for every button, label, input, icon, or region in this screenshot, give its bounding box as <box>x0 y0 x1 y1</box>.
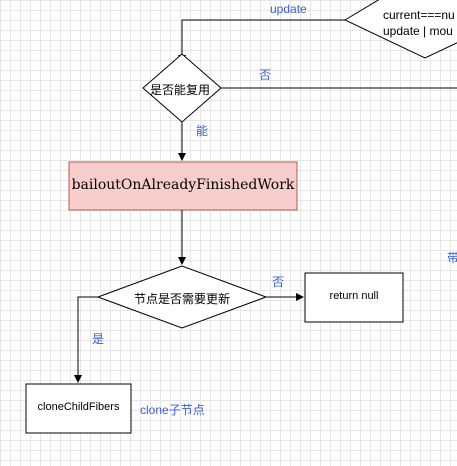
reuse-no-label: 否 <box>259 68 272 82</box>
node-update-decision-label: 节点是否需要更新 <box>133 292 230 306</box>
top-condition-text-line2: update | mou <box>383 24 453 38</box>
update-no-label: 否 <box>272 275 285 289</box>
reuse-yes-label: 能 <box>196 124 209 138</box>
edge-update <box>178 19 345 63</box>
reuse-decision-label: 是否能复用 <box>150 83 211 97</box>
clone-child-fibers-label: cloneChildFibers <box>37 401 120 413</box>
right-edge-fragment-label: 带 <box>447 251 457 265</box>
edge-update-yes <box>74 296 98 383</box>
top-condition-diamond <box>343 0 457 59</box>
return-null-label: return null <box>329 290 379 302</box>
update-yes-label: 是 <box>92 332 105 346</box>
bailout-box <box>68 161 298 211</box>
update-edge-label: update <box>270 2 307 16</box>
return-null-box <box>304 272 404 323</box>
top-condition-text-line1: current===nu <box>383 8 455 22</box>
clone-child-fibers-box <box>25 383 132 434</box>
bailout-label: bailoutOnAlreadyFinishedWork <box>71 177 295 193</box>
clone-note-label: clone子节点 <box>140 403 205 417</box>
